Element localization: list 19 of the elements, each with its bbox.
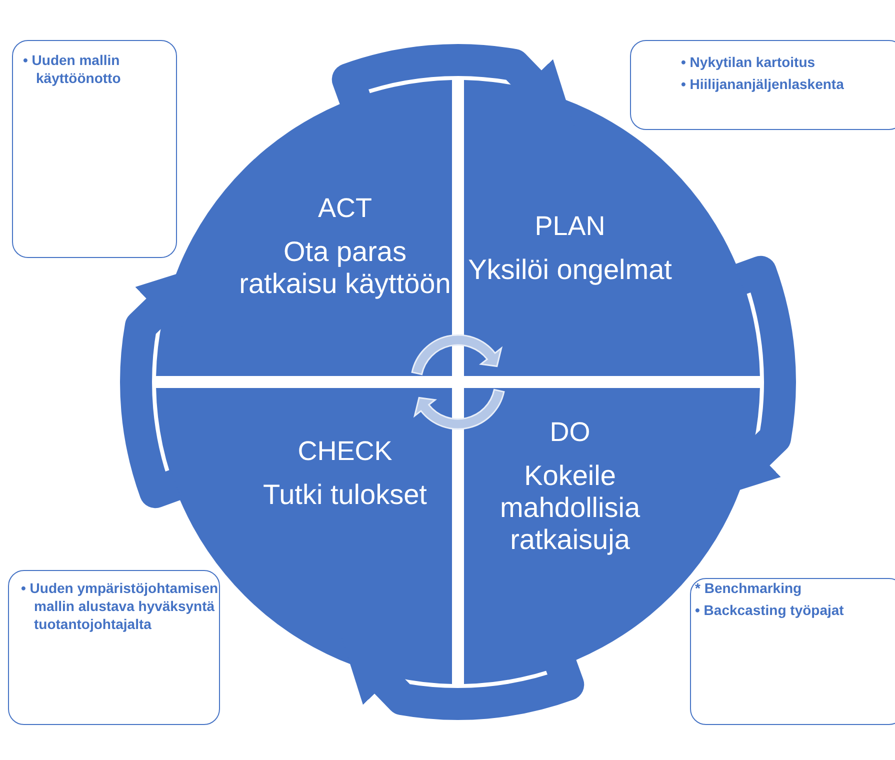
- quadrant-heading: PLAN: [534, 210, 606, 242]
- quadrant-heading: ACT: [317, 192, 373, 224]
- bullet-text: * Benchmarking: [695, 579, 802, 597]
- bullet-text: • Nykytilan kartoitus: [681, 53, 816, 71]
- note-card: [690, 578, 895, 725]
- quadrant-text: Kokeile mahdollisia ratkaisuja: [498, 460, 642, 556]
- bullet-text: • Uuden mallin käyttöönotto: [23, 51, 122, 87]
- note-card: [8, 570, 220, 725]
- quadrant-heading: DO: [548, 416, 592, 448]
- quadrant-heading: CHECK: [296, 435, 394, 467]
- quadrant-text: Yksilöi ongelmat: [467, 254, 673, 286]
- bullet-text: • Uuden ympäristöjohtamisen mallin alustava hyväksyntä tuotantojohtajalta: [21, 579, 220, 633]
- note-card: [630, 40, 895, 130]
- note-card: [12, 40, 177, 258]
- bullet-text: • Backcasting työpajat: [695, 601, 844, 619]
- quadrant-segment: [156, 80, 452, 376]
- bullet-text: • Hiilijananjäljenlaskenta: [681, 75, 844, 93]
- quadrant-text: Ota paras ratkaisu käyttöön: [238, 236, 452, 300]
- quadrant-text: Tutki tulokset: [262, 479, 428, 511]
